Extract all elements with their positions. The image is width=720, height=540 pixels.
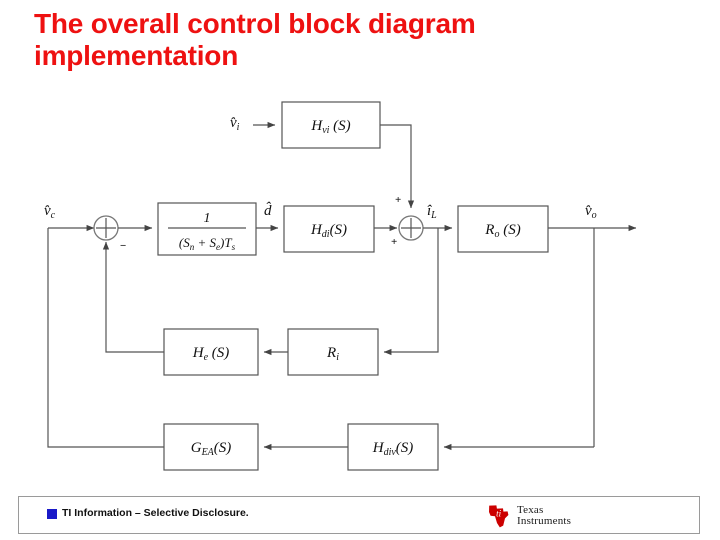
svg-text:d̂: d̂ (264, 202, 272, 219)
svg-text:He (S): He (S) (192, 345, 230, 363)
summing-junction-1: − (93, 215, 126, 252)
sign-plus-bottom: + (391, 236, 397, 248)
svg-text:Hdi(S): Hdi(S) (310, 222, 347, 240)
label-d: d̂ (264, 202, 272, 219)
block-gain: 1 (Sn + Se)Ts (157, 202, 257, 256)
current-feedback-wire (383, 228, 439, 356)
hvi-to-sum2-wire (380, 124, 415, 209)
footer-bullet-icon (47, 509, 57, 519)
svg-text:v̂o: v̂o (585, 203, 597, 221)
svg-text:(Sn + Se)Ts: (Sn + Se)Ts (179, 235, 236, 252)
svg-text:Ro (S): Ro (S) (484, 222, 520, 240)
svg-text:Hvi (S): Hvi (S) (310, 118, 350, 136)
svg-text:Hdiv(S): Hdiv(S) (372, 440, 414, 458)
logo-line-2: Instruments (517, 515, 572, 527)
label-iL: îL (427, 203, 437, 221)
block-hdiv: Hdiv(S) (347, 423, 439, 471)
block-gea: GEA(S) (163, 423, 259, 471)
svg-text:ti: ti (496, 509, 502, 519)
svg-text:Ri: Ri (326, 345, 339, 363)
svg-text:îL: îL (427, 203, 437, 221)
output-vo-wire (548, 224, 637, 447)
footer-bar: TI Information – Selective Disclosure. t… (18, 496, 700, 534)
control-block-diagram: Hvi (S) − 1 (Sn + Se)Ts (44, 101, 637, 471)
svg-text:v̂c: v̂c (44, 203, 56, 221)
sign-minus: − (120, 240, 126, 252)
texas-instruments-logo: ti Texas Instruments (486, 502, 571, 530)
block-ro: Ro (S) (457, 205, 549, 253)
footer-text: TI Information – Selective Disclosure. (62, 507, 249, 519)
block-hvi: Hvi (S) (281, 101, 381, 149)
label-vc: v̂c (44, 203, 56, 221)
summing-junction-2: + + (391, 194, 424, 248)
block-he: He (S) (163, 328, 259, 376)
gea-to-vc-wire (47, 228, 164, 448)
svg-text:GEA(S): GEA(S) (191, 440, 232, 458)
sign-plus-top: + (395, 194, 401, 206)
label-vo: v̂o (585, 203, 597, 221)
block-hdi: Hdi(S) (283, 205, 375, 253)
logo-line-1: Texas (517, 503, 544, 516)
label-vi: v̂i (230, 115, 240, 133)
svg-text:v̂i: v̂i (230, 115, 240, 133)
page-title: The overall control block diagram implem… (34, 8, 476, 71)
texas-state-icon: ti (489, 505, 509, 528)
block-ri: Ri (287, 328, 379, 376)
he-to-sum1-wire (102, 241, 164, 353)
svg-text:1: 1 (204, 211, 211, 226)
